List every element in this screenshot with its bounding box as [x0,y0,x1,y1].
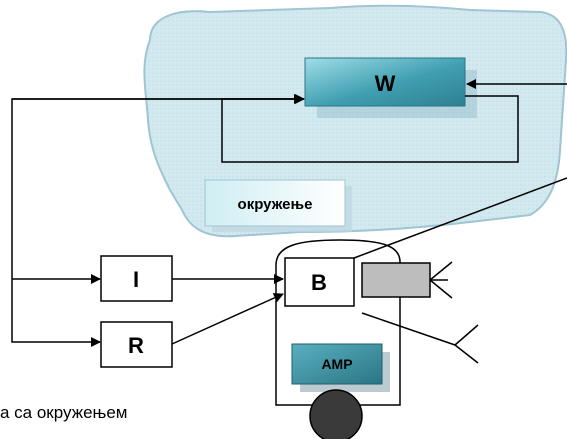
robot-body-outline [275,239,401,406]
block-i: I [100,255,173,302]
block-b: B [284,257,355,307]
b-to-world-line [353,177,567,259]
wheel [309,389,363,439]
environment-box: окружење [204,179,352,232]
block-i-label: I [133,267,139,292]
block-r: R [100,321,173,368]
actuator [361,261,453,299]
world-label: W [375,71,396,96]
block-r-label: R [128,333,144,358]
block-amp-label: AMP [321,356,352,372]
world-box: W [304,57,477,118]
gripper-arm [361,312,479,364]
environment-label: окружење [238,196,313,213]
caption-fragment: а са окружењем [0,403,127,422]
block-amp: AMP [291,343,390,392]
r-to-b-arrow [171,293,284,345]
block-b-label: B [311,270,327,295]
